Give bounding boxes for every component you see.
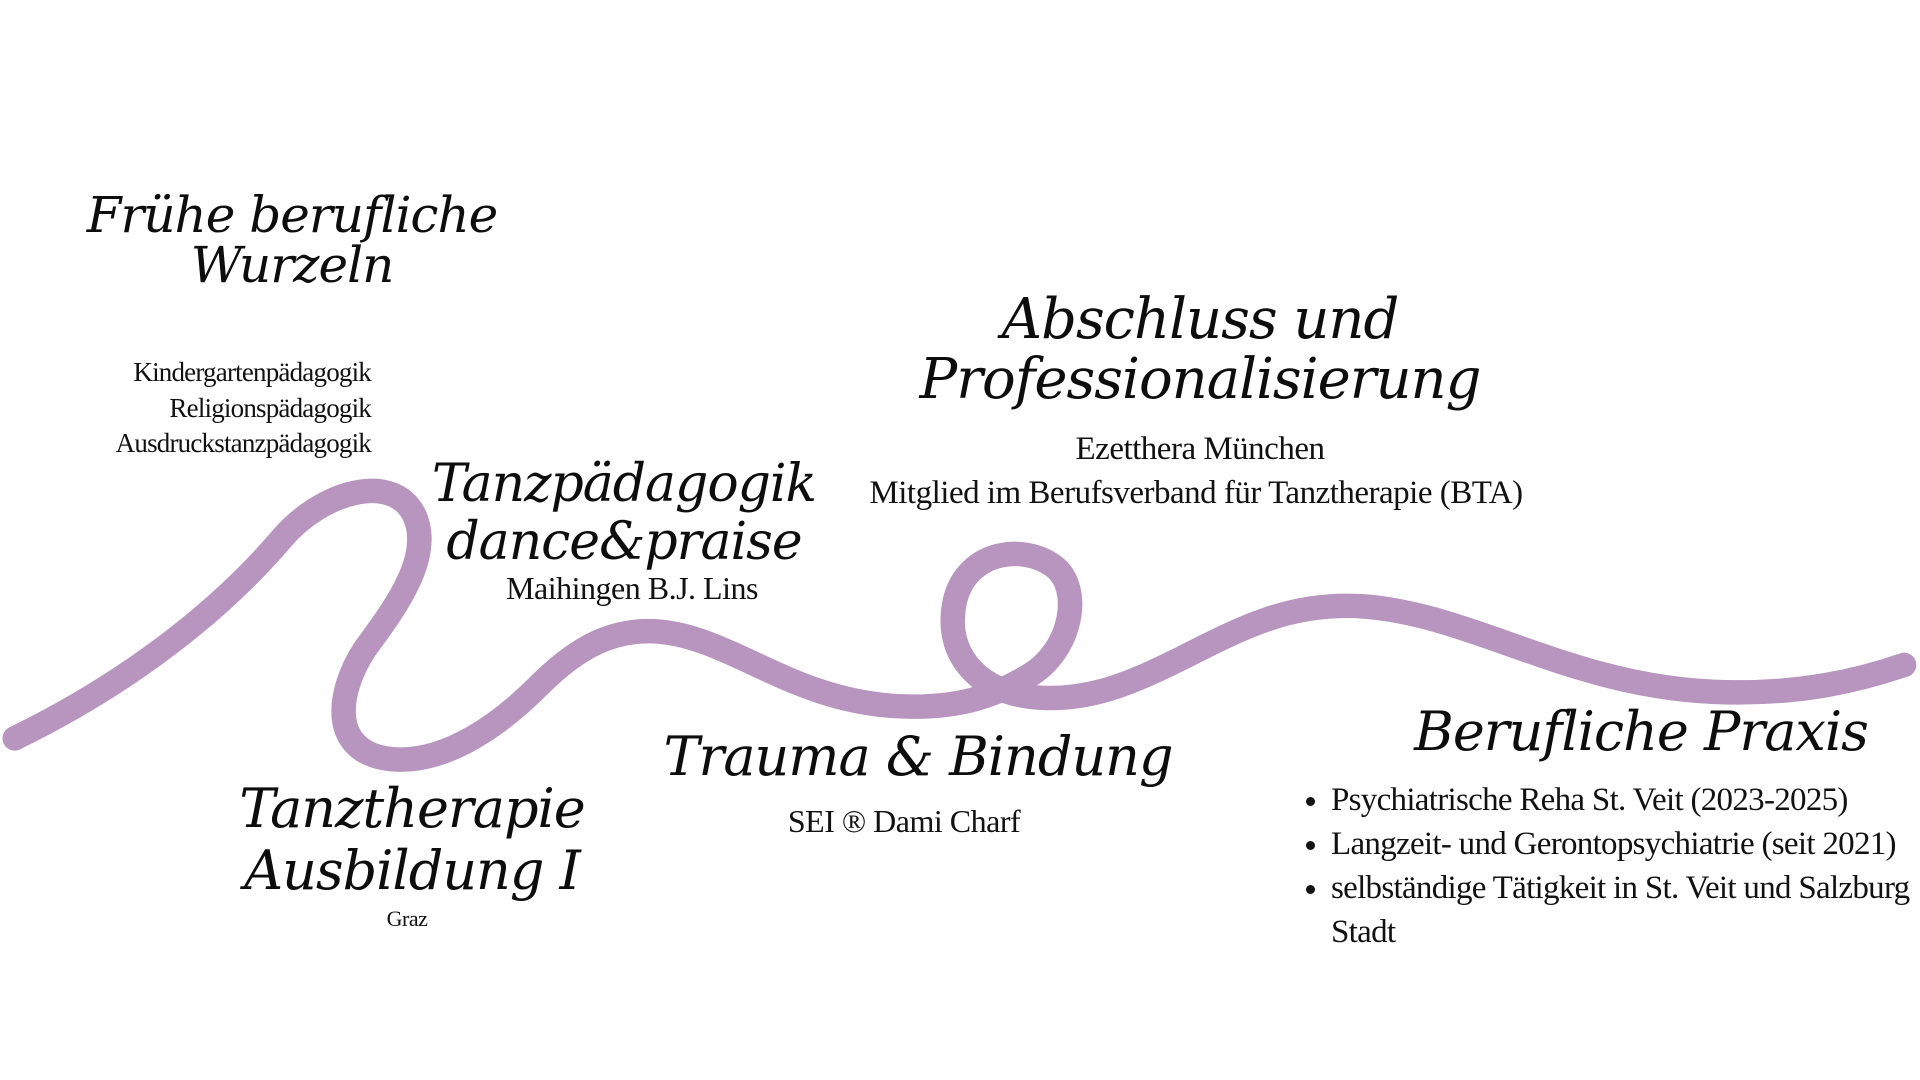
dance-pedagogy-detail: Maihingen B.J. Lins: [506, 570, 758, 606]
trauma-detail: SEI ® Dami Charf: [787, 803, 1021, 839]
roots-item: Kindergartenpädagogik: [133, 357, 371, 387]
roots-list: Kindergartenpädagogik Religionspädagogik…: [115, 355, 372, 462]
graduation-detail: Ezetthera München: [1075, 431, 1325, 467]
trauma-title: Trauma & Bindung: [663, 725, 1173, 788]
graduation-title-line: Abschluss und: [1001, 287, 1400, 352]
practice-item: selbständige Tätigkeit in St. Veit und S…: [1331, 866, 1920, 954]
roots-item: Ausdruckstanzpädagogik: [115, 428, 372, 458]
training-title: Tanztherapie Ausbildung I: [239, 778, 585, 902]
dance-pedagogy-title: Tanzpädagogik dance&praise: [431, 454, 817, 572]
training-title-line: Tanztherapie: [239, 777, 585, 840]
training-detail: Graz: [386, 906, 428, 931]
graduation-title: Abschluss und Professionalisierung: [919, 287, 1482, 412]
dance-pedagogy-title-line: Tanzpädagogik: [431, 454, 817, 514]
practice-list: Psychiatrische Reha St. Veit (2023-2025)…: [1308, 778, 1920, 954]
roots-item: Religionspädagogik: [169, 392, 371, 423]
graduation-title-line: Professionalisierung: [919, 347, 1482, 412]
practice-item: Langzeit- und Gerontopsychiatrie (seit 2…: [1331, 822, 1920, 866]
graduation-detail: Mitglied im Berufsverband für Tanztherap…: [869, 475, 1523, 511]
timeline-path: [2, 478, 1917, 772]
roots-title-line: Frühe berufliche: [86, 186, 498, 244]
dance-pedagogy-title-line: dance&praise: [446, 512, 802, 572]
practice-title: Berufliche Praxis: [1414, 700, 1869, 763]
practice-item: Psychiatrische Reha St. Veit (2023-2025): [1331, 778, 1920, 822]
training-title-line: Ausbildung I: [244, 839, 581, 902]
roots-title: Frühe berufliche Wurzeln: [86, 186, 498, 294]
roots-title-line: Wurzeln: [190, 236, 395, 294]
